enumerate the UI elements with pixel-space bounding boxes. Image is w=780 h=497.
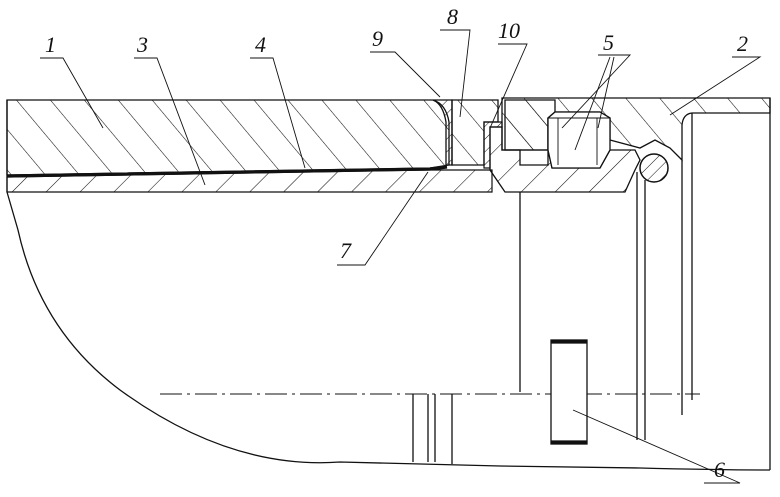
label-3: 3	[136, 32, 148, 57]
housing-outline	[6, 191, 771, 471]
label-7: 7	[340, 238, 352, 263]
part-6-key	[550, 339, 588, 445]
label-5: 5	[603, 30, 614, 55]
label-1: 1	[45, 32, 56, 57]
label-6: 6	[714, 457, 725, 482]
part-4-bond-line	[6, 165, 448, 178]
label-9: 9	[372, 26, 383, 51]
label-4: 4	[255, 32, 266, 57]
part-9-fillet	[432, 99, 453, 166]
label-8: 8	[447, 4, 458, 29]
label-10: 10	[498, 18, 520, 43]
part-1-body	[6, 99, 450, 176]
o-ring	[639, 153, 669, 183]
label-2: 2	[737, 31, 748, 56]
